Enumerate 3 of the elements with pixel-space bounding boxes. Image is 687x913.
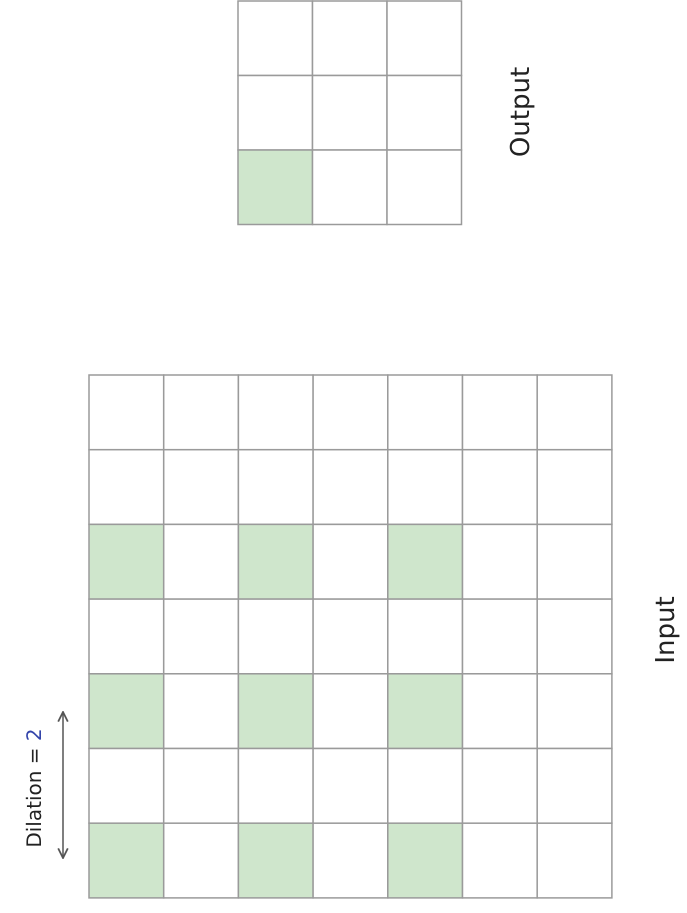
- output-label: Output: [506, 66, 536, 158]
- dilation-label: Dilation = 2: [22, 728, 46, 848]
- input-label: Input: [651, 596, 681, 664]
